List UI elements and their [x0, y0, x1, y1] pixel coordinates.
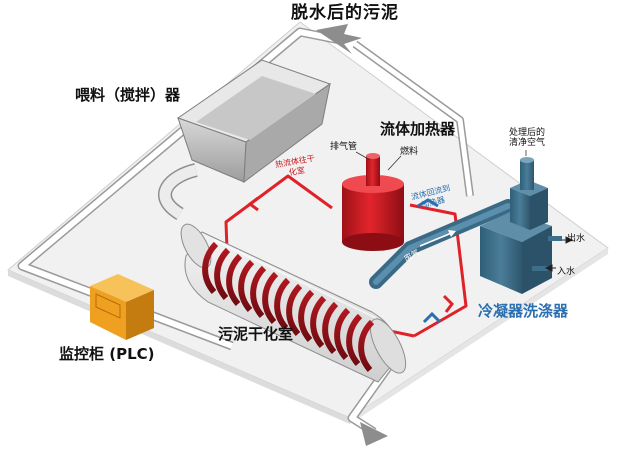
heating-coil [202, 241, 375, 372]
sludge-dryer-drum [180, 223, 407, 383]
condenser-washer-label: 冷凝器洗涤器 [478, 302, 569, 320]
dewatered-sludge-label: 脱水后的污泥 [291, 3, 399, 23]
sludge-dryer-label: 污泥干化室 [218, 325, 294, 343]
condenser-water-arrows [544, 236, 574, 272]
water-in-label: 入水 [557, 267, 576, 277]
sludge-in-arrow-icon [316, 24, 362, 54]
plc-cabinet [90, 274, 154, 340]
fuel-label: 燃料 [400, 147, 419, 157]
blue-flow-arrows [417, 198, 442, 324]
control-cabinet-label: 监控柜 (PLC) [59, 345, 155, 363]
treated-air-label: 处理后的清净空气 [508, 128, 545, 148]
condenser-washer [480, 157, 562, 294]
heater-leader-lines [355, 151, 402, 171]
water-out-label: 出水 [567, 234, 586, 244]
sludge-out-arrow-icon [360, 422, 388, 446]
feeder-hopper [176, 59, 332, 184]
waste-gas-arrow-icon [419, 230, 456, 247]
exhaust-pipe-label: 排气管 [330, 142, 358, 152]
red-flow-arrows [247, 196, 454, 313]
fluid-heater [342, 153, 404, 251]
waste-gas-pipe [369, 199, 515, 289]
fluid-heater-label: 流体加热器 [380, 120, 456, 138]
feeder-label: 喂料（搅拌）器 [75, 86, 181, 104]
feed-tube [158, 163, 198, 220]
